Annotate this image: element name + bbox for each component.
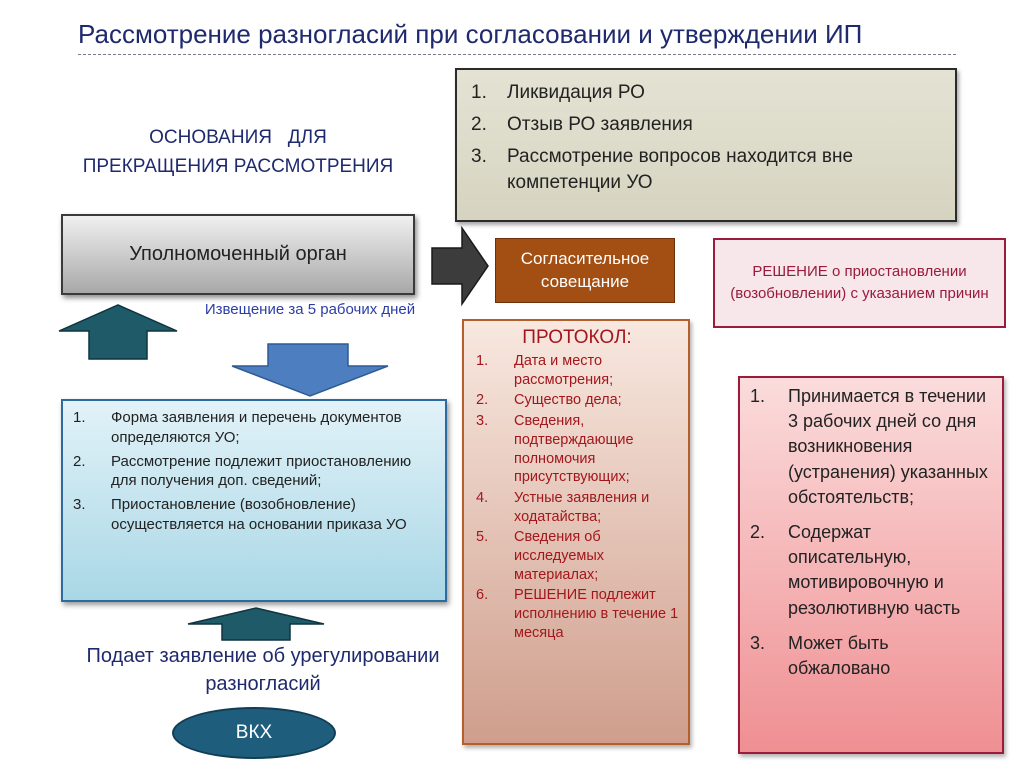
grounds-heading-line2: ПРЕКРАЩЕНИЯ РАССМОТРЕНИЯ xyxy=(82,155,394,177)
list-item-text: Содержат описательную, мотивировочную и … xyxy=(788,521,961,618)
list-item: 6. РЕШЕНИЕ подлежит исполнению в течение … xyxy=(474,586,680,642)
list-item-text: Форма заявления и перечень документов оп… xyxy=(111,409,402,446)
list-item-number: 4. xyxy=(476,489,489,506)
list-item: 2. Отзыв РО заявления xyxy=(467,112,945,138)
arrow-up-icon xyxy=(187,607,325,641)
list-item-number: 1. xyxy=(471,82,487,103)
decision-requirements-box: 1. Принимается в течении 3 рабочих дней с… xyxy=(738,376,1004,754)
list-item-text: Рассмотрение вопросов находится вне комп… xyxy=(507,146,854,194)
arrow-right-icon xyxy=(431,225,489,307)
list-item-text: РЕШЕНИЕ подлежит исполнению в течение 1 … xyxy=(514,587,679,641)
list-item-number: 2. xyxy=(471,114,487,136)
authorized-organ-box: Уполномоченный орган xyxy=(61,214,415,295)
termination-grounds-list: 1. Ликвидация РО 2. Отзыв РО заявления 3. Р… xyxy=(467,80,945,196)
list-item: 4. Устные заявления и ходатайства; xyxy=(474,489,680,526)
list-item: 1. Ликвидация РО xyxy=(467,80,945,106)
protocol-title: ПРОТОКОЛ: xyxy=(522,327,632,348)
list-item-text: Существо дела; xyxy=(514,392,622,409)
application-rules-list: 1. Форма заявления и перечень документов … xyxy=(71,408,437,535)
termination-grounds-box: 1. Ликвидация РО 2. Отзыв РО заявления 3. Р… xyxy=(455,68,957,222)
list-item: 2. Существо дела; xyxy=(474,391,680,410)
list-item-number: 2. xyxy=(750,521,766,542)
list-item-number: 1. xyxy=(750,386,766,406)
list-item-number: 2. xyxy=(476,392,489,409)
list-item-text: Может быть обжаловано xyxy=(788,632,891,678)
list-item: 3. Приостановление (возобновление) осущес… xyxy=(71,495,437,535)
protocol-box: ПРОТОКОЛ: 1. Дата и место рассмотрения; 2… xyxy=(462,319,690,745)
list-item-text: Приостановление (возобновление) осуществ… xyxy=(111,496,407,533)
list-item: 1. Дата и место рассмотрения; xyxy=(474,352,680,389)
list-item-number: 5. xyxy=(476,529,489,546)
list-item-text: Отзыв РО заявления xyxy=(507,114,693,136)
grounds-heading-line1: ОСНОВАНИЯ ДЛЯ xyxy=(149,127,327,148)
list-item-number: 6. xyxy=(476,587,489,604)
list-item: 5. Сведения об исследуемых материалах; xyxy=(474,528,680,584)
list-item-number: 3. xyxy=(73,496,86,514)
decision-requirements-list: 1. Принимается в течении 3 рабочих дней с… xyxy=(748,384,994,681)
list-item-number: 3. xyxy=(476,413,489,430)
list-item-text: Дата и место рассмотрения; xyxy=(514,353,614,388)
page-title: Рассмотрение разногласий при согласовани… xyxy=(78,19,863,49)
suspension-decision-box: РЕШЕНИЕ о приостановлении (возобновлении… xyxy=(713,238,1006,328)
protocol-list: 1. Дата и место рассмотрения; 2. Существо … xyxy=(474,352,680,643)
list-item: 1. Форма заявления и перечень документов … xyxy=(71,408,437,448)
list-item-text: Рассмотрение подлежит приостановлению дл… xyxy=(111,452,412,490)
list-item: 3. Может быть обжаловано xyxy=(748,631,994,681)
list-item-number: 1. xyxy=(476,353,489,369)
list-item: 1. Принимается в течении 3 рабочих дней с… xyxy=(748,384,994,510)
submits-application-label: Подает заявление об урегулировании разно… xyxy=(86,645,440,695)
list-item: 2. Рассмотрение подлежит приостановлению … xyxy=(71,452,437,492)
arrow-up-icon xyxy=(58,304,178,360)
list-item: 2. Содержат описательную, мотивировочную … xyxy=(748,520,994,621)
application-rules-box: 1. Форма заявления и перечень документов … xyxy=(61,399,447,602)
list-item-text: Устные заявления и ходатайства; xyxy=(514,489,650,525)
list-item-text: Принимается в течении 3 рабочих дней со … xyxy=(788,386,988,507)
list-item: 3. Сведения, подтверждающие полномочия пр… xyxy=(474,412,680,487)
list-item-number: 3. xyxy=(471,146,487,168)
grounds-heading: ОСНОВАНИЯ ДЛЯ ПРЕКРАЩЕНИЯ РАССМОТРЕНИЯ xyxy=(52,124,424,181)
list-item: 3. Рассмотрение вопросов находится вне ко… xyxy=(467,144,945,196)
conciliation-meeting-box: Согласительное совещание xyxy=(495,238,675,303)
arrow-down-icon xyxy=(231,343,389,397)
list-item-text: Сведения об исследуемых материалах; xyxy=(514,529,605,583)
vkh-oval: ВКХ xyxy=(172,707,336,759)
list-item-text: Ликвидация РО xyxy=(507,82,645,103)
title-divider xyxy=(78,54,956,55)
list-item-text: Сведения, подтверждающие полномочия прис… xyxy=(514,413,634,486)
list-item-number: 2. xyxy=(73,452,86,470)
list-item-number: 3. xyxy=(750,632,766,653)
notice-label: Извещение за 5 рабочих дней xyxy=(204,301,416,318)
list-item-number: 1. xyxy=(73,409,86,426)
